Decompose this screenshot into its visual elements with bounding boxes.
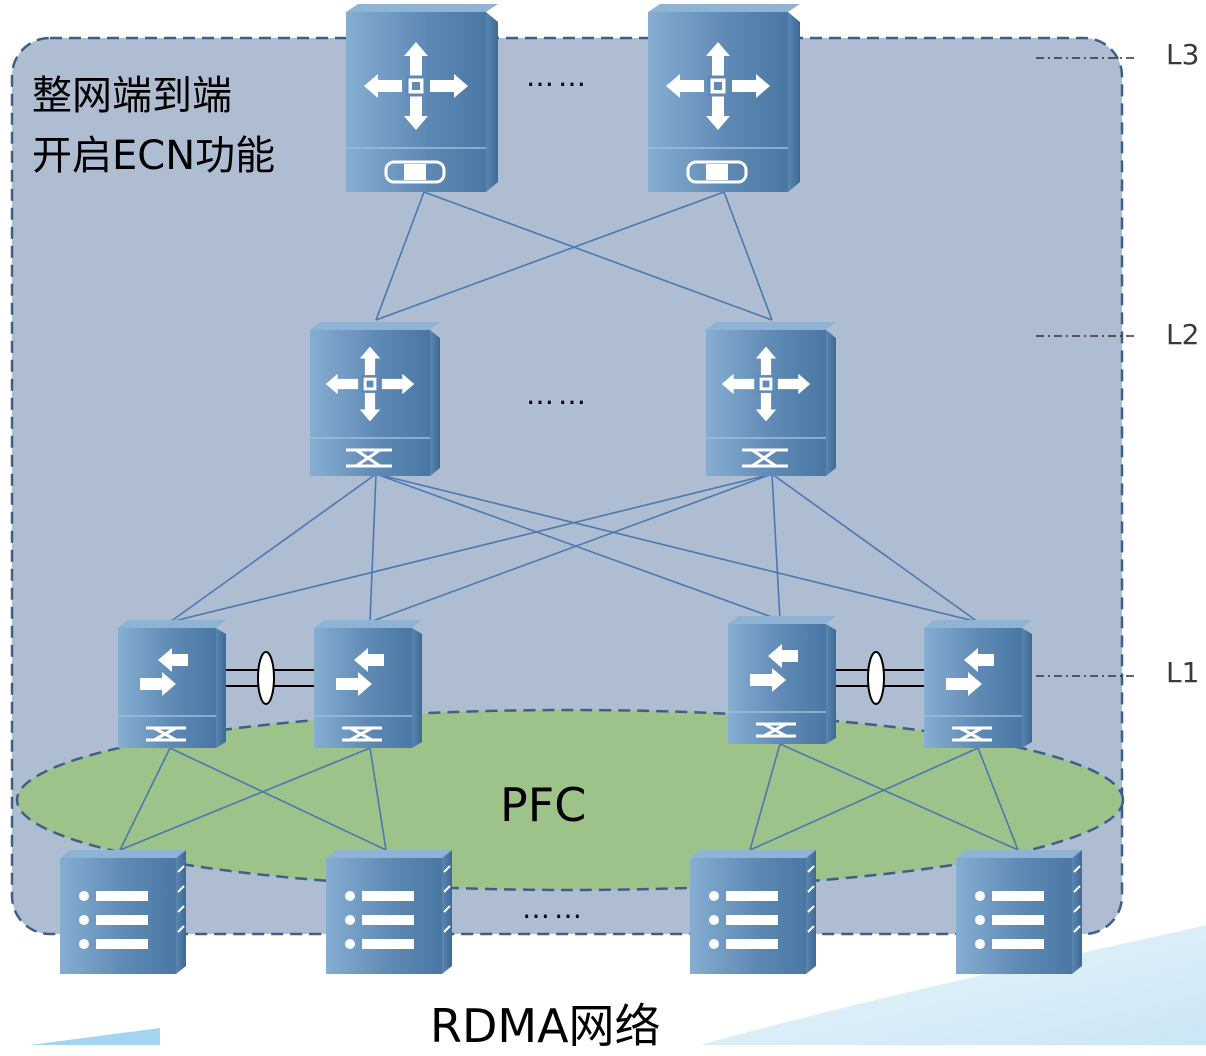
switch-exchange-icon (742, 448, 788, 468)
access-switch-icon (946, 648, 994, 696)
access-switch-4[interactable] (924, 620, 1032, 748)
server-icon (975, 891, 1044, 949)
server-1[interactable] (60, 850, 186, 974)
server-icon (345, 891, 414, 949)
core-switch-2[interactable] (648, 4, 800, 192)
server-ellipsis: …… (522, 892, 586, 925)
server-icon (79, 891, 148, 949)
pfc-label: PFC (500, 778, 587, 832)
server-3[interactable] (690, 850, 816, 974)
ecn-title-line1: 整网端到端 (32, 73, 232, 119)
core-switch-1[interactable] (346, 4, 498, 192)
link-aggregation-right (836, 651, 924, 705)
server-4[interactable] (956, 850, 1082, 974)
access-switch-icon (336, 648, 384, 696)
aggregation-switch-2[interactable] (706, 322, 836, 476)
l3-l2-links (375, 191, 773, 321)
access-switch-icon (140, 648, 188, 696)
aggregation-ellipsis: …… (526, 378, 590, 411)
server-icon (709, 891, 778, 949)
router-cycle-icon (384, 160, 446, 184)
level-l3-label: L3 (1166, 38, 1200, 71)
link-aggregation-icon (867, 651, 885, 705)
server-2[interactable] (326, 850, 452, 974)
access-switch-icon (750, 644, 798, 692)
ecn-region (10, 36, 1124, 936)
router-cycle-icon (686, 160, 748, 184)
diagram-caption: RDMA网络 (430, 999, 661, 1053)
switch-exchange-icon (346, 448, 392, 468)
link-aggregation-icon (257, 651, 275, 705)
link-aggregation-left (226, 651, 314, 705)
access-switch-2[interactable] (314, 620, 422, 748)
pfc-region (15, 708, 1125, 892)
l1-server-links (119, 743, 1019, 851)
core-ellipsis: …… (526, 60, 590, 93)
level-l2-label: L2 (1166, 318, 1200, 351)
access-switch-3[interactable] (728, 616, 836, 744)
l2-l1-links (169, 473, 979, 623)
ecn-title-line2: 开启ECN功能 (32, 133, 276, 179)
access-switch-1[interactable] (118, 620, 226, 748)
aggregation-switch-1[interactable] (310, 322, 440, 476)
level-l1-label: L1 (1166, 656, 1200, 689)
